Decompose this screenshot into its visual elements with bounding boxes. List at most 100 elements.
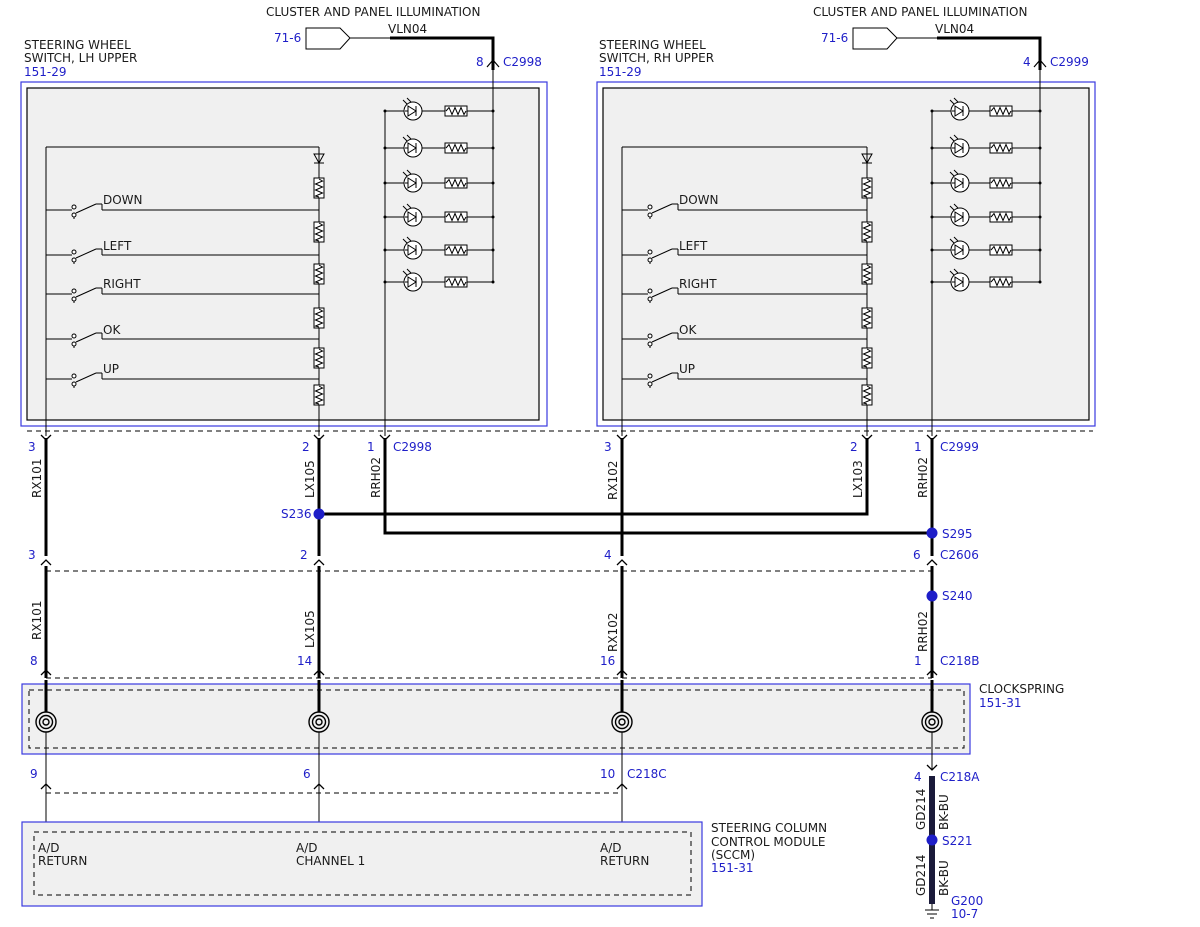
illum-ref-left: 71-6 — [274, 31, 301, 45]
pin-arrow-icon — [861, 434, 873, 441]
splice-dot — [926, 590, 938, 602]
pin-label: 4 — [604, 548, 612, 562]
pin-label: 1 — [914, 654, 922, 668]
button-label-ok: OK — [679, 323, 697, 337]
pin-label: 16 — [600, 654, 615, 668]
illum-ref-right: 71-6 — [821, 31, 848, 45]
mid-harness: RX101 LX105 RX102 RRH02 S240 — [30, 566, 973, 678]
pin-arrow-icon — [40, 783, 52, 790]
pin-arrow-icon — [40, 434, 52, 441]
connector-name: C2998 — [393, 440, 432, 454]
switch-contact-icon — [71, 287, 97, 302]
resistor-icon — [444, 211, 468, 223]
splice-s236: S236 — [281, 507, 312, 521]
resistor-icon — [444, 142, 468, 154]
pin-arrow-icon — [616, 434, 628, 441]
led-icon — [402, 169, 423, 193]
pin-arrow-icon — [379, 434, 391, 441]
ground-wire-color: BK-BU — [937, 860, 951, 896]
led-icon — [949, 236, 970, 260]
switch-contact-icon — [71, 372, 97, 387]
sccm-name-2: CONTROL MODULE — [711, 835, 826, 849]
connector-c2998: 3 2 1 C2998 — [28, 440, 432, 454]
illum-wire-left: VLN04 — [388, 22, 427, 36]
switch-right-ref: 151-29 — [599, 65, 642, 79]
connector-name: C218A — [940, 770, 980, 784]
pin-label: 6 — [303, 767, 311, 781]
sccm-module: A/D RETURN A/D CHANNEL 1 A/D RETURN STEE… — [21, 821, 827, 907]
led-icon — [949, 134, 970, 158]
pin-label: 6 — [913, 548, 921, 562]
switch-right-internals — [621, 70, 1042, 436]
sccm-pin-label: A/D — [38, 841, 60, 855]
switch-left-name-2: SWITCH, LH UPPER — [24, 51, 137, 65]
splice-s221: S221 — [942, 834, 973, 848]
connector-name: C218C — [627, 767, 667, 781]
resistor-icon — [989, 244, 1013, 256]
illum-wire-right: VLN04 — [935, 22, 974, 36]
switch-right-name-2: SWITCH, RH UPPER — [599, 51, 714, 65]
coil-icon — [921, 680, 943, 752]
connector-c2999: 3 2 1 C2999 — [604, 440, 979, 454]
illum-pin-right: 4 — [1023, 55, 1031, 69]
coil-icon — [611, 680, 633, 752]
connector-c218b: 8 14 16 1 C218B — [30, 654, 980, 679]
wire-label: RRH02 — [369, 457, 383, 498]
wire-label: LX105 — [303, 610, 317, 648]
connector-c2606: 3 2 4 6 C2606 — [28, 548, 979, 572]
ground-name: G200 — [951, 894, 983, 908]
wire-label: RRH02 — [916, 457, 930, 498]
button-label-left: LEFT — [679, 239, 708, 253]
resistor-icon — [444, 276, 468, 288]
led-icon — [402, 97, 423, 121]
pin-label: 2 — [300, 548, 308, 562]
sccm-pin-label: CHANNEL 1 — [296, 854, 365, 868]
pin-label: 9 — [30, 767, 38, 781]
pin-label: 2 — [850, 440, 858, 454]
wire-label: RRH02 — [916, 611, 930, 652]
led-icon — [949, 97, 970, 121]
resistor-icon — [313, 384, 325, 406]
wire-label: RX101 — [30, 601, 44, 640]
resistor-icon — [861, 221, 873, 243]
button-labels-right: DOWN LEFT RIGHT OK UP — [679, 193, 719, 376]
switch-left-ref: 151-29 — [24, 65, 67, 79]
switch-contact-icon — [647, 372, 673, 387]
resistor-icon — [444, 177, 468, 189]
splice-s295: S295 — [942, 527, 973, 541]
resistor-icon — [989, 276, 1013, 288]
resistor-icon — [313, 307, 325, 329]
wire-label: RX102 — [606, 461, 620, 500]
pin-arrow-icon — [313, 783, 325, 790]
wire-label: RX102 — [606, 613, 620, 652]
ground-ref: 10-7 — [951, 907, 978, 921]
pin-arrow-icon — [313, 559, 325, 566]
switch-contact-icon — [647, 332, 673, 347]
pin-arrow-icon — [616, 559, 628, 566]
sccm-pin-label: A/D — [600, 841, 622, 855]
resistor-icon — [989, 142, 1013, 154]
switch-right-name-1: STEERING WHEEL — [599, 38, 706, 52]
led-icon — [402, 236, 423, 260]
resistor-icon — [444, 105, 468, 117]
pin-label: 8 — [30, 654, 38, 668]
button-label-up: UP — [103, 362, 119, 376]
resistor-icon — [313, 347, 325, 369]
connector-name: C218B — [940, 654, 980, 668]
pin-arrow-icon — [926, 559, 938, 566]
wire-label: RX101 — [30, 459, 44, 498]
switch-contact-icon — [647, 248, 673, 263]
button-label-down: DOWN — [679, 193, 719, 207]
sccm-ref: 151-31 — [711, 861, 754, 875]
led-icon — [402, 203, 423, 227]
splice-s240: S240 — [942, 589, 973, 603]
pin-label: 14 — [297, 654, 312, 668]
splice-dot — [313, 508, 325, 520]
pin-label: 1 — [914, 440, 922, 454]
clockspring: CLOCKSPRING 151-31 — [21, 680, 1064, 755]
pin-label: 10 — [600, 767, 615, 781]
sccm-pin-label: A/D — [296, 841, 318, 855]
illum-pin-left: 8 — [476, 55, 484, 69]
pin-label: 1 — [367, 440, 375, 454]
